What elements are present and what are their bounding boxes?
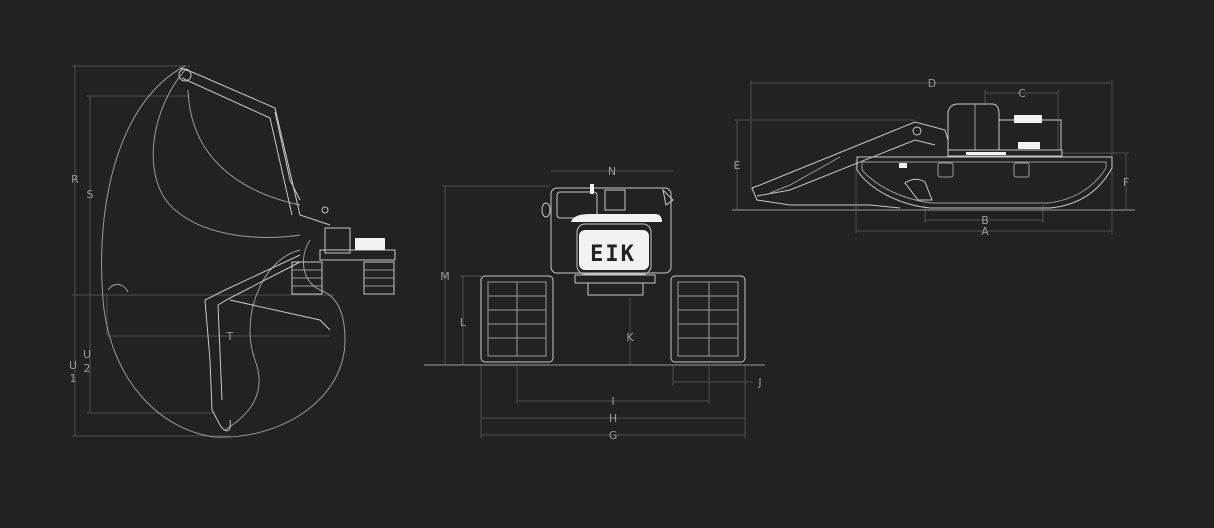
reach-envelope	[101, 65, 346, 438]
side-upper-structure	[947, 103, 1063, 157]
side-dimension-lines	[734, 80, 1129, 235]
eik-logo: EIK	[590, 242, 636, 267]
front-dimension-lines	[442, 170, 753, 438]
side-pontoon	[856, 156, 1113, 209]
side-boom-arm	[751, 121, 949, 209]
label-U2-index: 2	[84, 362, 91, 375]
reach-boom-lower	[204, 254, 331, 432]
label-E: E	[734, 159, 741, 172]
label-H: H	[609, 412, 617, 425]
label-I: I	[611, 395, 614, 408]
label-N: N	[608, 165, 616, 178]
label-J: J	[757, 376, 761, 389]
label-C: C	[1018, 87, 1026, 100]
reach-machine	[291, 227, 396, 295]
side-view: D C E F B A	[732, 77, 1135, 238]
label-B: B	[981, 214, 989, 227]
front-left-pontoon	[480, 275, 554, 363]
label-S: S	[87, 188, 94, 201]
label-M: M	[440, 270, 450, 283]
front-right-pontoon	[670, 275, 746, 363]
label-T: T	[226, 330, 234, 343]
label-L: L	[460, 316, 467, 329]
label-G: G	[609, 429, 618, 442]
reach-boom-upper	[178, 67, 331, 226]
label-A: A	[981, 225, 989, 238]
label-K: K	[626, 331, 634, 344]
reach-view: R S T U 1 U 2	[69, 65, 396, 438]
label-R: R	[71, 173, 79, 186]
label-U2-letter: U	[83, 348, 91, 361]
label-D: D	[928, 77, 936, 90]
front-body: EIK	[541, 184, 674, 296]
label-U1-letter: U	[69, 359, 77, 372]
front-view: N M L K J I H G EIK	[424, 165, 765, 442]
reach-dimension-lines	[72, 65, 335, 437]
label-F: F	[1123, 176, 1129, 189]
label-U1-index: 1	[70, 372, 77, 385]
